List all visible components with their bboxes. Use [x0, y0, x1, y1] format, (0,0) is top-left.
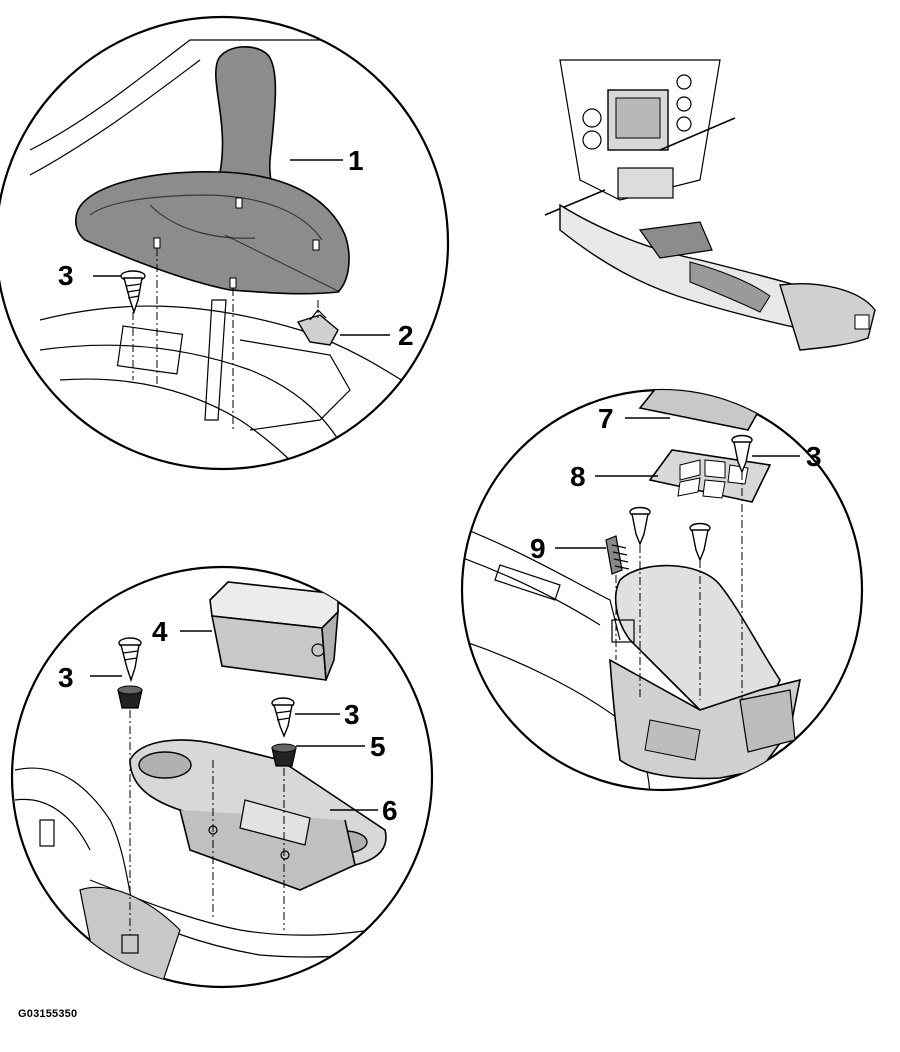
- callout-6: 6: [382, 795, 398, 826]
- screw-icon: [731, 434, 753, 474]
- detail-cupholder: [10, 565, 434, 989]
- callout-3: 3: [58, 662, 74, 693]
- screw-icon: [689, 522, 711, 562]
- callout-1: 1: [348, 145, 364, 176]
- callout-2: 2: [398, 320, 414, 351]
- storage-tray: [209, 581, 339, 681]
- callout-3: 3: [344, 699, 360, 730]
- speed-nut-icon: [117, 685, 143, 709]
- callout-4: 4: [152, 616, 168, 647]
- vehicle-console-overview: [544, 59, 876, 351]
- screw-icon: [118, 637, 142, 683]
- screw-icon: [271, 697, 295, 738]
- screw-icon: [120, 270, 146, 315]
- callout-5: 5: [370, 731, 386, 762]
- callout-labels: 1 2 3 4 3 3 5 6 7 3 8 9: [58, 145, 822, 826]
- figure-id: G03155350: [18, 1008, 78, 1020]
- callout-8: 8: [570, 461, 586, 492]
- screw-icon: [629, 506, 651, 546]
- callout-7: 7: [598, 403, 614, 434]
- callout-3: 3: [58, 260, 74, 291]
- detail-shift-boot: [0, 15, 450, 471]
- callout-3: 3: [806, 441, 822, 472]
- detail-armrest: [460, 388, 864, 792]
- callout-9: 9: [530, 533, 546, 564]
- clip-icon: [296, 309, 339, 346]
- speed-nut-icon: [271, 743, 297, 767]
- cupholder-unit: [129, 739, 387, 891]
- spring-clip-icon: [605, 535, 630, 575]
